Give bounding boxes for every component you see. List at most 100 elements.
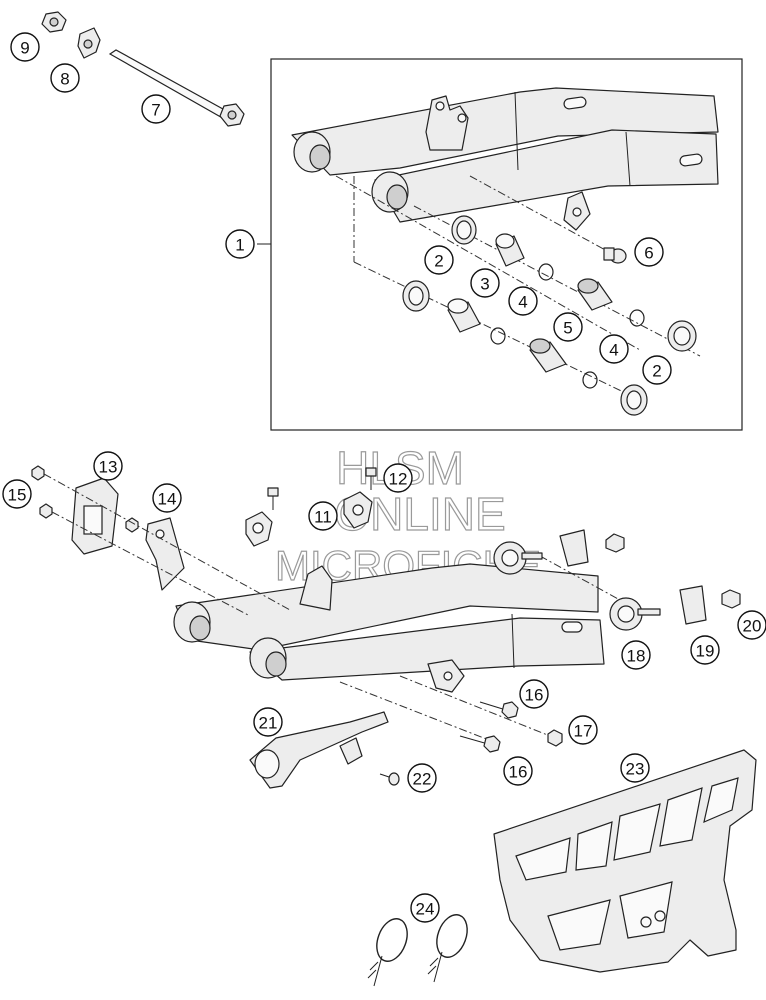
- chain-guide-icon: [493, 749, 757, 973]
- o-ring-icon: [538, 263, 554, 281]
- svg-text:21: 21: [259, 714, 278, 733]
- svg-text:6: 6: [644, 244, 653, 263]
- bushing-icon: [577, 278, 613, 311]
- callout-19: 19: [690, 635, 720, 665]
- svg-text:17: 17: [574, 722, 593, 741]
- callout-4: 4: [508, 286, 538, 316]
- svg-text:1: 1: [235, 236, 244, 255]
- svg-text:15: 15: [8, 486, 27, 505]
- chain-roller-icon: [493, 541, 543, 575]
- callout-6: 6: [634, 237, 664, 267]
- callout-11: 11: [308, 501, 338, 531]
- assembly-line: [339, 681, 495, 743]
- chain-guard-icon: [249, 711, 389, 789]
- svg-text:11: 11: [314, 508, 332, 527]
- callout-21: 21: [253, 707, 283, 737]
- callout-22: 22: [407, 763, 437, 793]
- svg-text:23: 23: [626, 760, 645, 779]
- callout-17: 17: [568, 715, 598, 745]
- svg-text:16: 16: [509, 763, 528, 782]
- callout-16: 16: [503, 756, 533, 786]
- callout-4: 4: [599, 334, 629, 364]
- callout-24: 24: [410, 893, 440, 923]
- callout-1: 1: [225, 229, 255, 259]
- nut-icon: [41, 11, 67, 33]
- assembly-line: [335, 175, 641, 351]
- callout-20: 20: [737, 610, 766, 640]
- o-ring-icon: [582, 371, 598, 389]
- screw-icon: [379, 772, 400, 786]
- svg-text:9: 9: [20, 39, 29, 58]
- svg-text:8: 8: [60, 70, 69, 89]
- bearing-icon: [620, 384, 648, 416]
- svg-text:16: 16: [525, 686, 544, 705]
- chain-guide-bracket-icon: [145, 517, 185, 591]
- assembly-line: [399, 675, 561, 741]
- callout-15: 15: [2, 479, 32, 509]
- nut-icon: [605, 533, 625, 553]
- bolt-icon: [479, 701, 519, 719]
- svg-text:2: 2: [652, 362, 661, 381]
- svg-text:4: 4: [518, 293, 527, 312]
- clamp-icon: [245, 511, 273, 547]
- assembly-line: [43, 473, 291, 611]
- callout-18: 18: [621, 640, 651, 670]
- svg-text:13: 13: [99, 458, 118, 477]
- callout-16: 16: [519, 679, 549, 709]
- assembly-line: [51, 511, 251, 617]
- svg-text:5: 5: [563, 319, 572, 338]
- bolt-icon: [459, 735, 501, 753]
- nut-icon: [547, 729, 563, 747]
- spacer-plate-icon: [679, 585, 707, 625]
- o-ring-icon: [629, 309, 645, 327]
- bushing-icon: [529, 338, 567, 373]
- svg-text:7: 7: [151, 101, 160, 120]
- screw-icon: [365, 467, 377, 490]
- swingarm-bottom-icon: [173, 563, 605, 693]
- callout-5: 5: [553, 312, 583, 342]
- chain-roller-icon: [609, 597, 661, 631]
- screw-icon: [267, 487, 279, 510]
- assembly-line: [353, 261, 641, 401]
- bearing-icon: [402, 280, 430, 312]
- svg-text:2: 2: [434, 252, 443, 271]
- callout-8: 8: [50, 63, 80, 93]
- bearing-icon: [451, 215, 477, 245]
- swingarm-axle-icon: [108, 49, 245, 127]
- swingarm-top-icon: [291, 87, 719, 231]
- svg-text:14: 14: [158, 490, 177, 509]
- washer-plate-icon: [77, 27, 101, 59]
- callout-7: 7: [141, 94, 171, 124]
- callout-12: 12: [383, 463, 413, 493]
- nut-icon: [721, 589, 741, 609]
- svg-text:4: 4: [609, 341, 618, 360]
- bushing-icon: [447, 298, 481, 333]
- cable-tie-icon: [427, 914, 468, 983]
- callout-23: 23: [620, 753, 650, 783]
- nut-icon: [39, 503, 53, 519]
- callout-9: 9: [10, 32, 40, 62]
- svg-text:18: 18: [627, 647, 646, 666]
- callout-14: 14: [152, 483, 182, 513]
- svg-text:20: 20: [743, 617, 762, 636]
- cable-tie-icon: [367, 918, 408, 987]
- svg-text:19: 19: [696, 642, 715, 661]
- bushing-icon: [495, 233, 525, 267]
- assembly-line: [469, 175, 621, 259]
- svg-text:24: 24: [416, 900, 435, 919]
- callout-2: 2: [642, 355, 672, 385]
- nut-icon: [31, 465, 45, 481]
- callout-3: 3: [470, 268, 500, 298]
- spacer-plate-icon: [559, 529, 589, 567]
- svg-text:22: 22: [413, 770, 432, 789]
- clamp-icon: [343, 491, 373, 529]
- bearing-icon: [667, 320, 697, 352]
- assembly-line: [539, 555, 621, 601]
- svg-text:3: 3: [480, 275, 489, 294]
- svg-text:12: 12: [389, 470, 408, 489]
- grease-nipple-icon: [603, 247, 627, 264]
- o-ring-icon: [490, 327, 506, 345]
- callout-2: 2: [424, 245, 454, 275]
- callout-13: 13: [93, 451, 123, 481]
